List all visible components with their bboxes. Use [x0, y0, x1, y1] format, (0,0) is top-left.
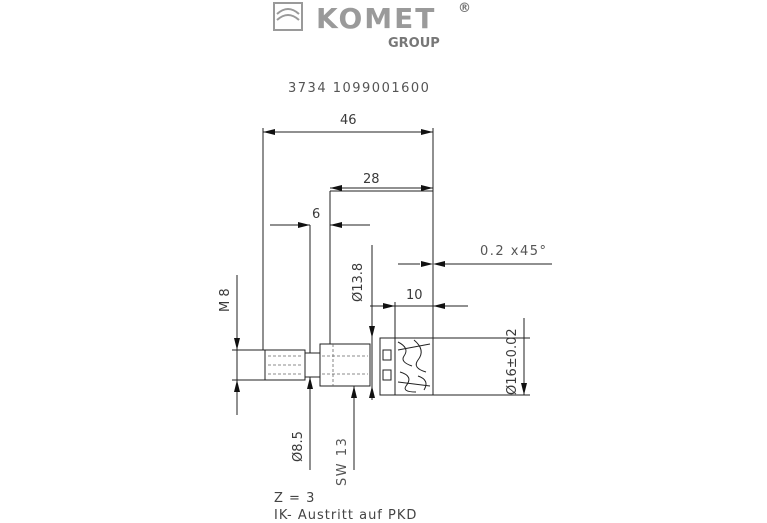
dimension-body-length-label: 28	[363, 172, 380, 187]
cutter-flutes	[397, 339, 431, 393]
dimension-shank-step-label: 6	[312, 207, 320, 222]
logo-group-text: GROUP	[388, 36, 440, 51]
grip-detail-top	[382, 349, 392, 361]
logo-brand-text: KOMET	[316, 2, 436, 35]
part-outline	[264, 190, 434, 396]
cutting-head	[379, 337, 434, 396]
dimension-total-length: 46	[262, 113, 434, 350]
grip-detail-bottom	[382, 369, 392, 381]
dimension-head-length-label: 10	[406, 288, 423, 303]
dimension-body-diameter: Ø13.8	[351, 245, 375, 400]
komet-logo: KOMET ® GROUP	[273, 1, 471, 51]
komet-logo-mark	[273, 2, 303, 31]
dimension-head-diameter-label: Ø16±0.02	[505, 328, 520, 395]
article-number: 3734 1099001600	[288, 81, 430, 96]
dimension-wrench-size-label: SW 13	[335, 437, 350, 486]
note-teeth-count: Z = 3	[274, 491, 315, 506]
dimension-chamfer-label: 0.2 x45°	[480, 244, 548, 259]
dimension-shank-step: 6	[270, 207, 370, 353]
note-coolant-exit: IK- Austritt auf PKD	[274, 508, 417, 523]
dimension-total-length-label: 46	[340, 113, 357, 128]
dimension-neck-diameter-label: Ø8.5	[291, 431, 306, 462]
dimension-head-length: 10	[370, 288, 468, 338]
dimension-thread-label: M 8	[218, 288, 233, 312]
dimension-head-diameter: Ø16±0.02	[433, 318, 530, 396]
dimension-body-length: 28	[330, 172, 433, 191]
dimension-body-diameter-label: Ø13.8	[351, 263, 366, 302]
wrench-flat-section	[319, 343, 371, 387]
dimension-neck-diameter: Ø8.5	[291, 377, 313, 470]
neck-section	[304, 352, 321, 378]
logo-registered-mark: ®	[458, 1, 471, 16]
dimension-wrench-size: SW 13	[335, 386, 357, 486]
dimension-thread: M 8	[218, 275, 265, 415]
dimension-chamfer: 0.2 x45°	[398, 244, 552, 267]
